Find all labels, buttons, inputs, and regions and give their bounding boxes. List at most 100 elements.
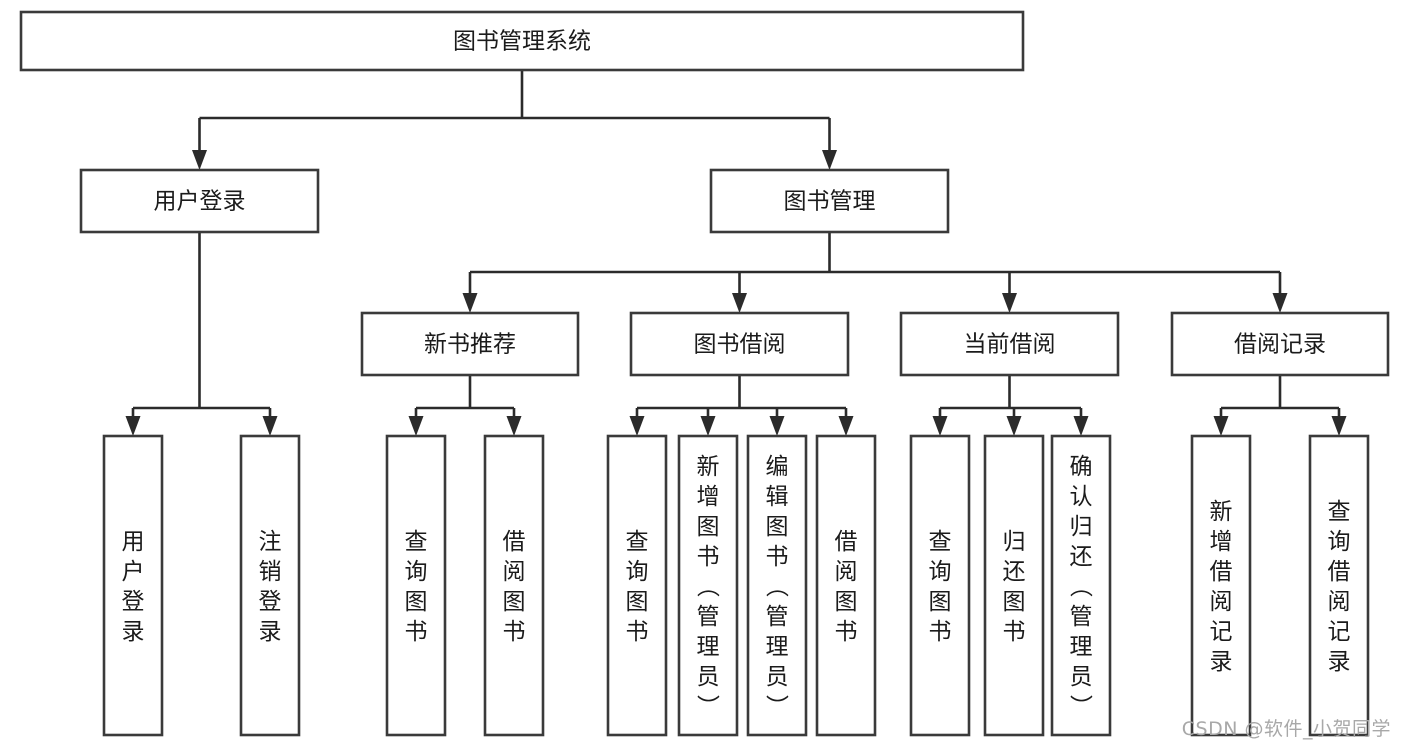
leaf-node-12-char: 录 bbox=[1210, 649, 1233, 675]
connector-arrowhead bbox=[192, 150, 207, 170]
level2-node-1-rect bbox=[79, 168, 320, 234]
leaf-node-12-rect bbox=[1190, 434, 1252, 737]
connector-arrowhead bbox=[769, 416, 785, 436]
leaf-node-6-char: 员 bbox=[697, 664, 720, 690]
level3-node-1[interactable]: 新书推荐 bbox=[360, 311, 580, 377]
level2-node-2-rect bbox=[709, 168, 950, 234]
level2-node-1-label: 用户登录 bbox=[154, 189, 246, 215]
leaf-node-9-char: 查 bbox=[929, 529, 952, 555]
connector-arrowhead bbox=[700, 416, 716, 436]
leaf-node-3-rect bbox=[385, 434, 447, 737]
level3-node-4-rect bbox=[1170, 311, 1390, 377]
connector-arrowhead bbox=[932, 416, 948, 436]
leaf-node-7-char: 编 bbox=[766, 454, 789, 480]
leaf-node-12-char: 借 bbox=[1210, 559, 1233, 585]
leaf-node-7-char: 员 bbox=[766, 664, 789, 690]
connector-arrowhead bbox=[822, 150, 837, 170]
leaf-node-3-char: 查 bbox=[405, 529, 428, 555]
leaf-node-1-char: 户 bbox=[122, 559, 145, 585]
root-node-book-management-system[interactable]: 图书管理系统 bbox=[19, 10, 1025, 72]
leaf-node-11-char: 归 bbox=[1070, 514, 1093, 540]
leaf-node-8-char: 图 bbox=[835, 589, 858, 615]
leaf-node-12-char: 新 bbox=[1210, 499, 1233, 525]
leaf-node-10-rect bbox=[983, 434, 1045, 737]
leaf-node-13-char: 阅 bbox=[1328, 589, 1351, 615]
connector-arrowhead bbox=[1073, 416, 1089, 436]
level2-node-2[interactable]: 图书管理 bbox=[709, 168, 950, 234]
level3-node-3-label: 当前借阅 bbox=[964, 332, 1056, 358]
level3-node-4[interactable]: 借阅记录 bbox=[1170, 311, 1390, 377]
leaf-node-9-char: 图 bbox=[929, 589, 952, 615]
leaf-node-4-char: 图 bbox=[503, 589, 526, 615]
leaf-node-10-char: 还 bbox=[1003, 559, 1026, 585]
leaf-node-6-char: 管 bbox=[697, 604, 720, 630]
leaf-node-3-char: 图 bbox=[405, 589, 428, 615]
leaf-node-5-char: 询 bbox=[626, 559, 649, 585]
leaf-node-6-char: 理 bbox=[697, 634, 720, 660]
leaf-node-3-char: 书 bbox=[405, 619, 428, 645]
connector-arrowhead bbox=[1002, 293, 1017, 313]
leaf-node-1-char: 录 bbox=[122, 619, 145, 645]
leaf-node-11-char: 管 bbox=[1070, 604, 1093, 630]
connector-arrowhead bbox=[408, 416, 424, 436]
level3-node-2-rect bbox=[629, 311, 850, 377]
leaf-node-7-char: 辑 bbox=[766, 484, 789, 510]
level3-node-1-label: 新书推荐 bbox=[424, 332, 516, 358]
leaf-node-5-char: 书 bbox=[626, 619, 649, 645]
leaf-node-6-char: ） bbox=[694, 694, 720, 717]
level3-node-4-label: 借阅记录 bbox=[1234, 332, 1326, 358]
root-node-book-management-system-rect bbox=[19, 10, 1025, 72]
leaf-node-7-char: 管 bbox=[766, 604, 789, 630]
connector-arrowhead bbox=[838, 416, 854, 436]
connector-arrowhead bbox=[1213, 416, 1229, 436]
root-node-book-management-system-label: 图书管理系统 bbox=[453, 29, 591, 55]
leaf-node-11-rect bbox=[1050, 434, 1112, 737]
leaf-node-11-char: 员 bbox=[1070, 664, 1093, 690]
level3-node-2[interactable]: 图书借阅 bbox=[629, 311, 850, 377]
leaf-node-10-char: 归 bbox=[1003, 529, 1026, 555]
leaf-node-4-rect bbox=[483, 434, 545, 737]
leaf-node-11-char: 理 bbox=[1070, 634, 1093, 660]
connector-arrowhead bbox=[506, 416, 522, 436]
leaf-node-7-char: 书 bbox=[766, 544, 789, 570]
leaf-node-7-char: 理 bbox=[766, 634, 789, 660]
leaf-node-9-char: 询 bbox=[929, 559, 952, 585]
leaf-node-13-char: 借 bbox=[1328, 559, 1351, 585]
leaf-node-5-char: 查 bbox=[626, 529, 649, 555]
level3-node-3[interactable]: 当前借阅 bbox=[899, 311, 1120, 377]
level2-node-2-label: 图书管理 bbox=[784, 189, 876, 215]
level2-node-1[interactable]: 用户登录 bbox=[79, 168, 320, 234]
leaf-node-11-char: 认 bbox=[1070, 484, 1093, 510]
leaf-node-13-char: 查 bbox=[1328, 499, 1351, 525]
leaf-node-4-char: 书 bbox=[503, 619, 526, 645]
leaf-node-8-rect bbox=[815, 434, 877, 737]
leaf-node-12-char: 增 bbox=[1210, 529, 1233, 555]
connector-arrowhead bbox=[125, 416, 141, 436]
connector-arrowhead bbox=[629, 416, 645, 436]
leaf-node-4-char: 借 bbox=[503, 529, 526, 555]
connector-arrowhead bbox=[262, 416, 278, 436]
leaf-node-13-char: 询 bbox=[1328, 529, 1351, 555]
connector-arrowhead bbox=[732, 293, 747, 313]
connector-arrowhead bbox=[462, 293, 478, 313]
leaf-node-5-rect bbox=[606, 434, 668, 737]
leaf-node-8-char: 阅 bbox=[835, 559, 858, 585]
leaf-node-9-rect bbox=[909, 434, 971, 737]
leaf-node-11-char: 还 bbox=[1070, 544, 1093, 570]
leaf-node-13-char: 录 bbox=[1328, 649, 1351, 675]
leaf-node-1[interactable]: 用户登录 bbox=[102, 434, 164, 737]
